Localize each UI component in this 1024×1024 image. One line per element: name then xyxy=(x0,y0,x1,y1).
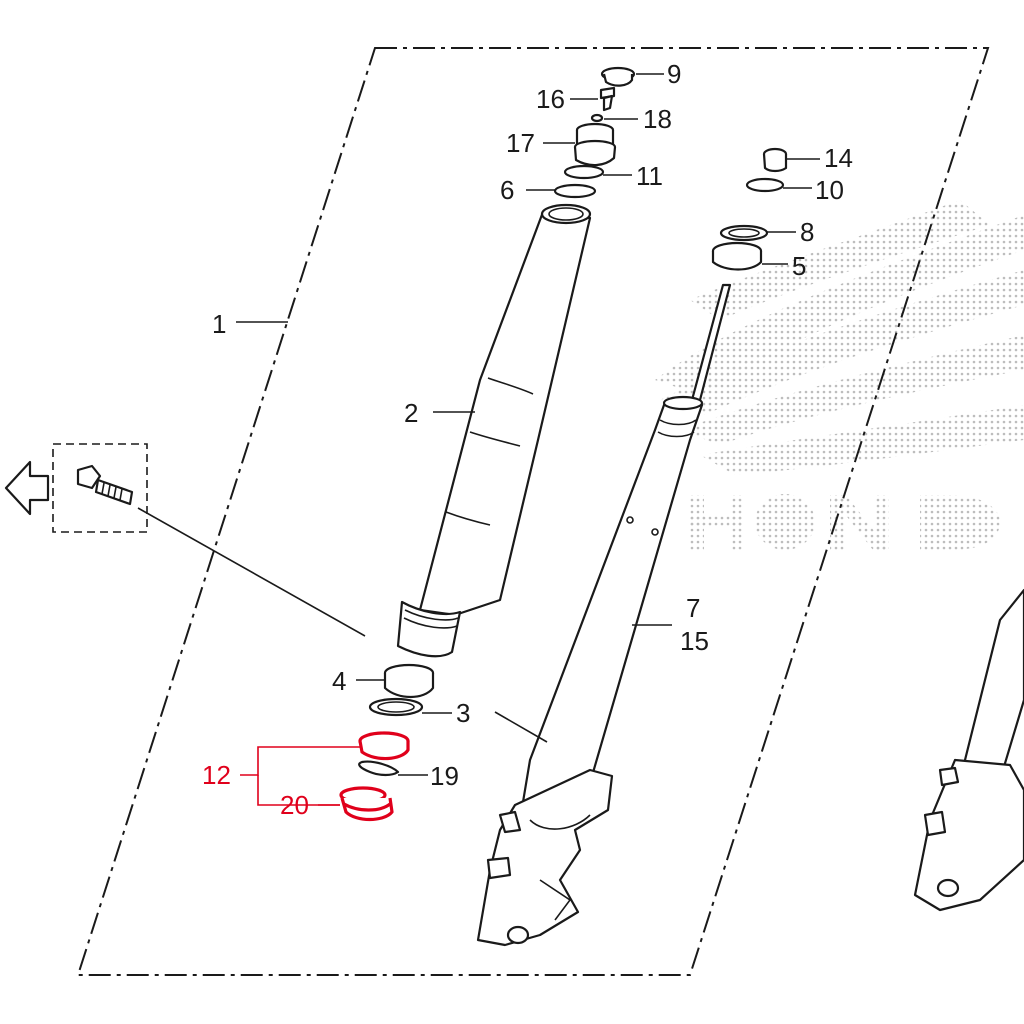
callout-6: 6 xyxy=(500,175,514,205)
washer-6 xyxy=(553,183,597,199)
spacer-14 xyxy=(762,147,788,173)
bushing-4 xyxy=(383,663,435,699)
callout-20: 20 xyxy=(280,790,309,820)
callout-17: 17 xyxy=(506,128,535,158)
callout-16: 16 xyxy=(536,84,565,114)
callout-1: 1 xyxy=(212,309,226,339)
back-up-ring-3 xyxy=(368,697,424,717)
callout-19: 19 xyxy=(430,761,459,791)
callout-12: 12 xyxy=(202,760,231,790)
leader-lines xyxy=(236,73,820,806)
callout-3: 3 xyxy=(456,698,470,728)
callout-8: 8 xyxy=(800,217,814,247)
oil-seal-set-12[interactable] xyxy=(358,731,410,761)
dust-seal-20[interactable] xyxy=(339,786,394,822)
callout-15: 15 xyxy=(680,626,709,656)
honda-wordmark xyxy=(690,494,1000,550)
callout-14: 14 xyxy=(824,143,853,173)
callout-2: 2 xyxy=(404,398,418,428)
callout-7: 7 xyxy=(686,593,700,623)
callout-11: 11 xyxy=(636,161,663,191)
fork-right-partial xyxy=(913,588,1024,912)
adjuster-screw xyxy=(599,86,616,112)
callout-5: 5 xyxy=(792,251,806,281)
honda-watermark xyxy=(655,200,1024,550)
stopper-ring-19 xyxy=(358,760,400,777)
bolt-icon xyxy=(76,464,134,506)
bolt-detail-box xyxy=(52,443,148,533)
callout-10: 10 xyxy=(815,175,844,205)
piston-ring-8 xyxy=(719,224,769,242)
callout-4: 4 xyxy=(332,666,346,696)
callout-18: 18 xyxy=(643,104,672,134)
assembly-frame xyxy=(76,47,990,976)
fork-slider xyxy=(476,283,732,947)
bushing-5 xyxy=(711,241,763,271)
cap-nut xyxy=(600,66,636,87)
fork-bolt xyxy=(573,122,617,167)
o-ring-small xyxy=(590,113,604,123)
callout-9: 9 xyxy=(667,59,681,89)
washer-10 xyxy=(745,177,785,193)
callouts: 1 2 3 4 5 6 7 8 9 10 11 12 14 15 16 17 1… xyxy=(202,59,853,820)
outer-tube xyxy=(396,203,592,658)
arrow-left-icon[interactable] xyxy=(4,460,50,516)
o-ring-11 xyxy=(563,164,605,180)
